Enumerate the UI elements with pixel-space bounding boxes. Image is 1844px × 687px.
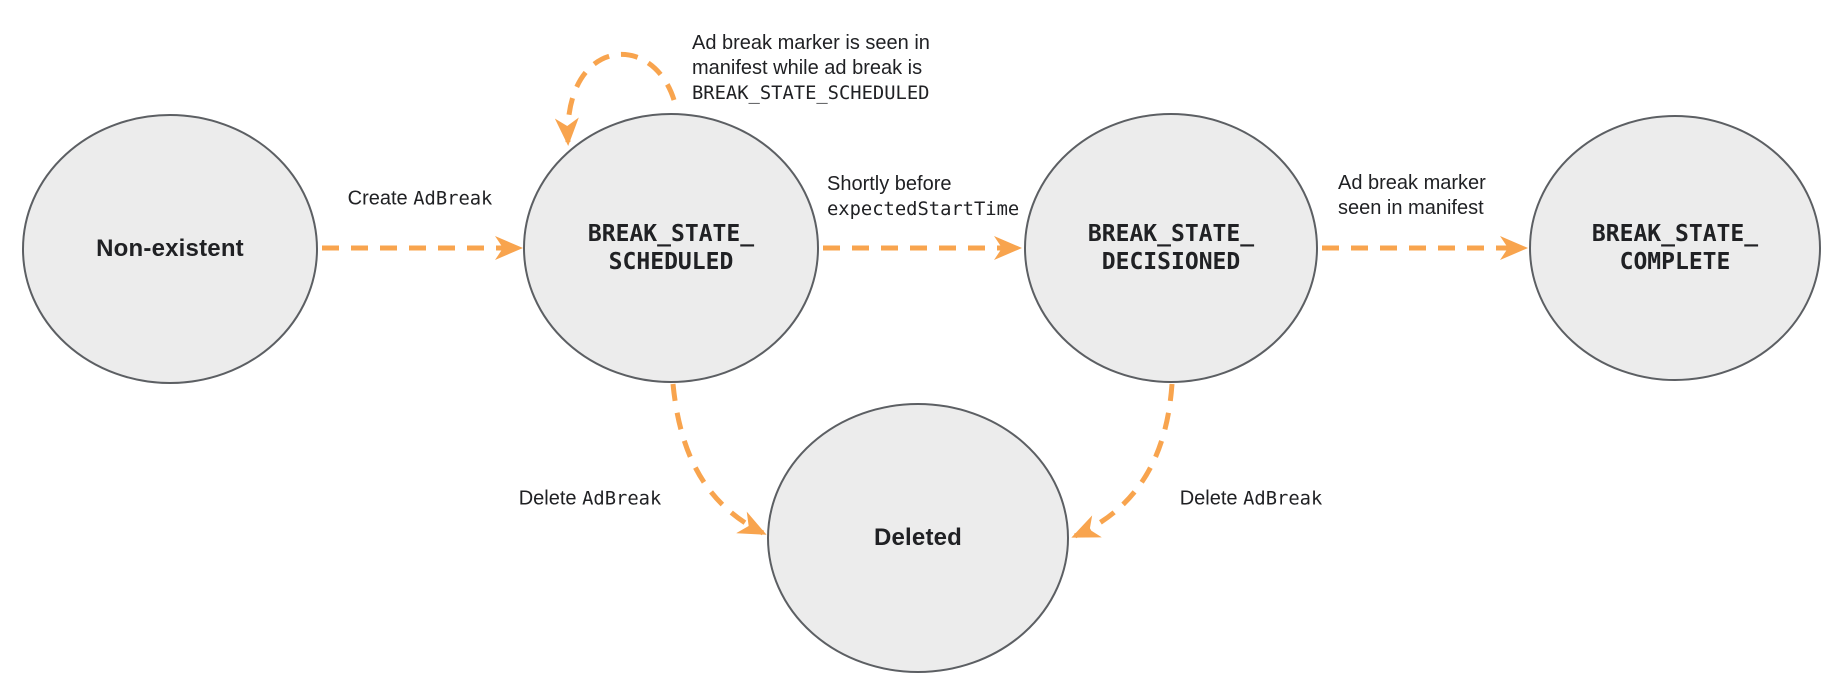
edge-label-self-loop: Ad break marker is seen in manifest whil… bbox=[692, 32, 930, 104]
node-circle-break-state-decisioned bbox=[1024, 113, 1318, 383]
edge-label-shortly-before: Shortly before expectedStartTime bbox=[827, 173, 1020, 220]
node-label-break-state-complete: BREAK_STATE_ COMPLETE bbox=[1591, 221, 1759, 275]
node-label-non-existent: Non-existent bbox=[96, 235, 244, 262]
node-label-deleted: Deleted bbox=[873, 524, 963, 551]
node-label-break-state-decisioned: BREAK_STATE_ DECISIONED bbox=[1087, 221, 1255, 275]
edge-scheduled-to-deleted-arrow bbox=[670, 383, 767, 536]
edge-self-loop-arrow bbox=[554, 51, 677, 146]
node-circle-break-state-scheduled bbox=[523, 113, 819, 383]
node-circle-non-existent bbox=[22, 114, 318, 384]
node-circle-deleted bbox=[767, 403, 1069, 673]
edge-label-create-adbreak: Create AdBreak bbox=[347, 187, 493, 210]
node-label-break-state-scheduled: BREAK_STATE_ SCHEDULED bbox=[587, 221, 755, 275]
edge-label-delete-adbreak-right: Delete AdBreak bbox=[1179, 487, 1323, 510]
edge-label-marker-seen: Ad break marker seen in manifest bbox=[1338, 172, 1486, 219]
node-circle-break-state-complete bbox=[1529, 115, 1821, 381]
edge-decisioned-to-deleted-arrow bbox=[1071, 383, 1175, 539]
edge-label-delete-adbreak-left: Delete AdBreak bbox=[518, 487, 662, 510]
